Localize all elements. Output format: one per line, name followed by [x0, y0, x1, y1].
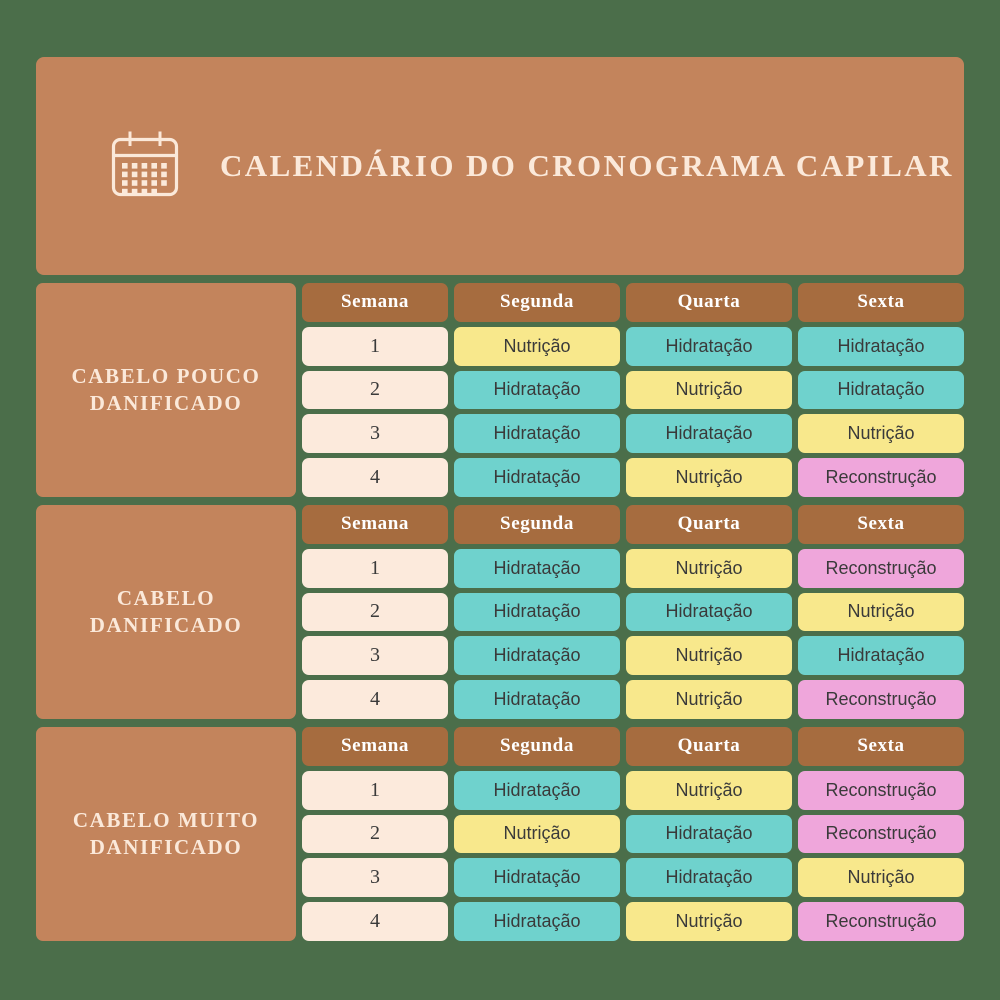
treatment-cell-segunda: Nutrição [454, 326, 620, 366]
table-row: 1 Hidratação Nutrição Reconstrução [302, 548, 964, 588]
treatment-cell-quarta: Nutrição [626, 680, 792, 719]
treatment-cell-sexta: Nutrição [798, 592, 964, 632]
treatment-cell-sexta: Reconstrução [798, 680, 964, 719]
treatment-cell-sexta: Hidratação [798, 370, 964, 410]
treatment-cell-quarta: Hidratação [626, 814, 792, 854]
week-number: 2 [302, 814, 448, 854]
treatment-cell-quarta: Hidratação [626, 592, 792, 632]
week-number: 4 [302, 680, 448, 719]
category-label: CABELO DANIFICADO [89, 586, 243, 637]
treatment-cell-sexta: Hidratação [798, 326, 964, 366]
week-number: 3 [302, 636, 448, 676]
table-row: 3 Hidratação Nutrição Hidratação [302, 636, 964, 676]
column-header-sexta: Sexta [798, 727, 964, 766]
column-header-segunda: Segunda [454, 505, 620, 544]
treatment-cell-quarta: Nutrição [626, 636, 792, 676]
table-header-row: Semana Segunda Quarta Sexta [302, 505, 964, 544]
table-row: 2 Nutrição Hidratação Reconstrução [302, 814, 964, 854]
table-row: 2 Hidratação Nutrição Hidratação [302, 370, 964, 410]
week-number: 3 [302, 414, 448, 454]
section-cabelo-danificado: CABELO DANIFICADO Semana Segunda Quarta … [36, 505, 964, 719]
treatment-cell-segunda: Hidratação [454, 770, 620, 810]
treatment-cell-sexta: Hidratação [798, 636, 964, 676]
treatment-cell-segunda: Hidratação [454, 548, 620, 588]
treatment-cell-segunda: Hidratação [454, 680, 620, 719]
column-header-quarta: Quarta [626, 727, 792, 766]
treatment-cell-sexta: Nutrição [798, 858, 964, 898]
week-number: 2 [302, 592, 448, 632]
column-header-semana: Semana [302, 505, 448, 544]
treatment-cell-quarta: Hidratação [626, 326, 792, 366]
title-banner: CALENDÁRIO DO CRONOGRAMA CAPILAR [36, 57, 964, 275]
column-header-semana: Semana [302, 283, 448, 322]
treatment-cell-segunda: Hidratação [454, 414, 620, 454]
treatment-cell-segunda: Hidratação [454, 902, 620, 941]
treatment-cell-segunda: Nutrição [454, 814, 620, 854]
table-row: 4 Hidratação Nutrição Reconstrução [302, 458, 964, 497]
column-header-semana: Semana [302, 727, 448, 766]
schedule-table: Semana Segunda Quarta Sexta 1 Hidratação… [302, 727, 964, 941]
treatment-cell-segunda: Hidratação [454, 458, 620, 497]
week-number: 1 [302, 548, 448, 588]
treatment-cell-sexta: Reconstrução [798, 548, 964, 588]
week-number: 1 [302, 770, 448, 810]
treatment-cell-sexta: Reconstrução [798, 458, 964, 497]
week-number: 2 [302, 370, 448, 410]
category-panel: CABELO POUCO DANIFICADO [36, 283, 296, 497]
table-row: 1 Nutrição Hidratação Hidratação [302, 326, 964, 366]
treatment-cell-segunda: Hidratação [454, 592, 620, 632]
treatment-cell-quarta: Hidratação [626, 414, 792, 454]
treatment-cell-sexta: Reconstrução [798, 770, 964, 810]
treatment-cell-quarta: Nutrição [626, 370, 792, 410]
column-header-quarta: Quarta [626, 283, 792, 322]
treatment-cell-quarta: Hidratação [626, 858, 792, 898]
schedule-table: Semana Segunda Quarta Sexta 1 Nutrição H… [302, 283, 964, 497]
column-header-sexta: Sexta [798, 505, 964, 544]
treatment-cell-quarta: Nutrição [626, 548, 792, 588]
treatment-cell-sexta: Reconstrução [798, 902, 964, 941]
table-row: 4 Hidratação Nutrição Reconstrução [302, 680, 964, 719]
category-panel: CABELO MUITO DANIFICADO [36, 727, 296, 941]
schedule-table: Semana Segunda Quarta Sexta 1 Hidratação… [302, 505, 964, 719]
page-title: CALENDÁRIO DO CRONOGRAMA CAPILAR [220, 147, 954, 183]
treatment-cell-quarta: Nutrição [626, 770, 792, 810]
section-cabelo-muito-danificado: CABELO MUITO DANIFICADO Semana Segunda Q… [36, 727, 964, 941]
category-panel: CABELO DANIFICADO [36, 505, 296, 719]
treatment-cell-segunda: Hidratação [454, 636, 620, 676]
treatment-cell-quarta: Nutrição [626, 458, 792, 497]
week-number: 1 [302, 326, 448, 366]
treatment-cell-segunda: Hidratação [454, 858, 620, 898]
week-number: 4 [302, 458, 448, 497]
table-header-row: Semana Segunda Quarta Sexta [302, 283, 964, 322]
column-header-quarta: Quarta [626, 505, 792, 544]
week-number: 4 [302, 902, 448, 941]
table-row: 3 Hidratação Hidratação Nutrição [302, 858, 964, 898]
table-row: 2 Hidratação Hidratação Nutrição [302, 592, 964, 632]
treatment-cell-sexta: Nutrição [798, 414, 964, 454]
treatment-cell-segunda: Hidratação [454, 370, 620, 410]
column-header-segunda: Segunda [454, 727, 620, 766]
column-header-sexta: Sexta [798, 283, 964, 322]
table-row: 3 Hidratação Hidratação Nutrição [302, 414, 964, 454]
table-header-row: Semana Segunda Quarta Sexta [302, 727, 964, 766]
treatment-cell-quarta: Nutrição [626, 902, 792, 941]
calendar-icon [111, 131, 179, 197]
section-cabelo-pouco-danificado: CABELO POUCO DANIFICADO Semana Segunda Q… [36, 283, 964, 497]
column-header-segunda: Segunda [454, 283, 620, 322]
category-label: CABELO MUITO DANIFICADO [72, 808, 260, 859]
treatment-cell-sexta: Reconstrução [798, 814, 964, 854]
category-label: CABELO POUCO DANIFICADO [71, 364, 261, 415]
table-row: 4 Hidratação Nutrição Reconstrução [302, 902, 964, 941]
week-number: 3 [302, 858, 448, 898]
table-row: 1 Hidratação Nutrição Reconstrução [302, 770, 964, 810]
schedule-sections: CABELO POUCO DANIFICADO Semana Segunda Q… [36, 283, 964, 941]
